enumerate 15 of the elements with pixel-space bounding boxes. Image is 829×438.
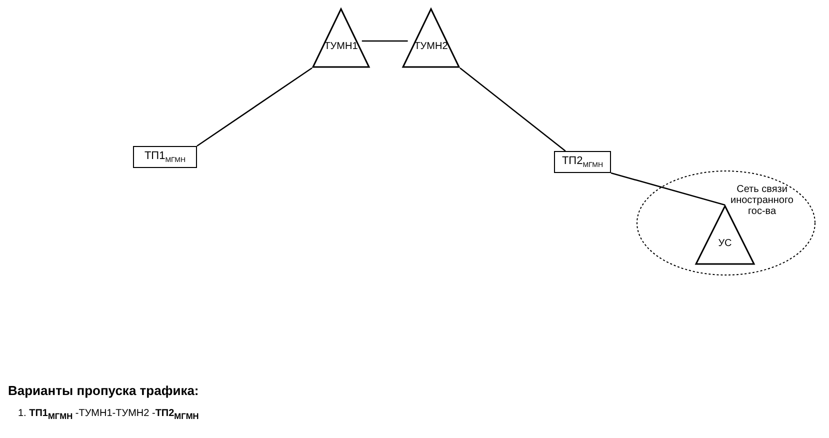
triangle-node — [402, 8, 460, 68]
node-label: ТУМН1 — [323, 41, 359, 52]
connector-line — [362, 40, 408, 42]
node-label: Сеть связи иностранного гос-ва — [730, 184, 794, 217]
connector-line — [196, 67, 312, 147]
process-box: ТП1$_{МГМН}$ — [133, 146, 197, 168]
process-box: ТП2$_{МГМН}$ — [554, 151, 611, 173]
note-text: 1. ТП1$_{МГМН}$ -ТУМН1-ТУМН2 -ТП2$_{МГМН}$ — [18, 408, 199, 421]
node-label: ТУМН2 — [413, 41, 449, 52]
connector-line — [610, 172, 726, 206]
triangle-node — [312, 8, 370, 68]
connector-line — [460, 67, 566, 152]
node-label: УС — [717, 238, 733, 249]
network-ellipse — [636, 170, 816, 276]
heading-text: Варианты пропуска трафика: — [8, 383, 199, 398]
